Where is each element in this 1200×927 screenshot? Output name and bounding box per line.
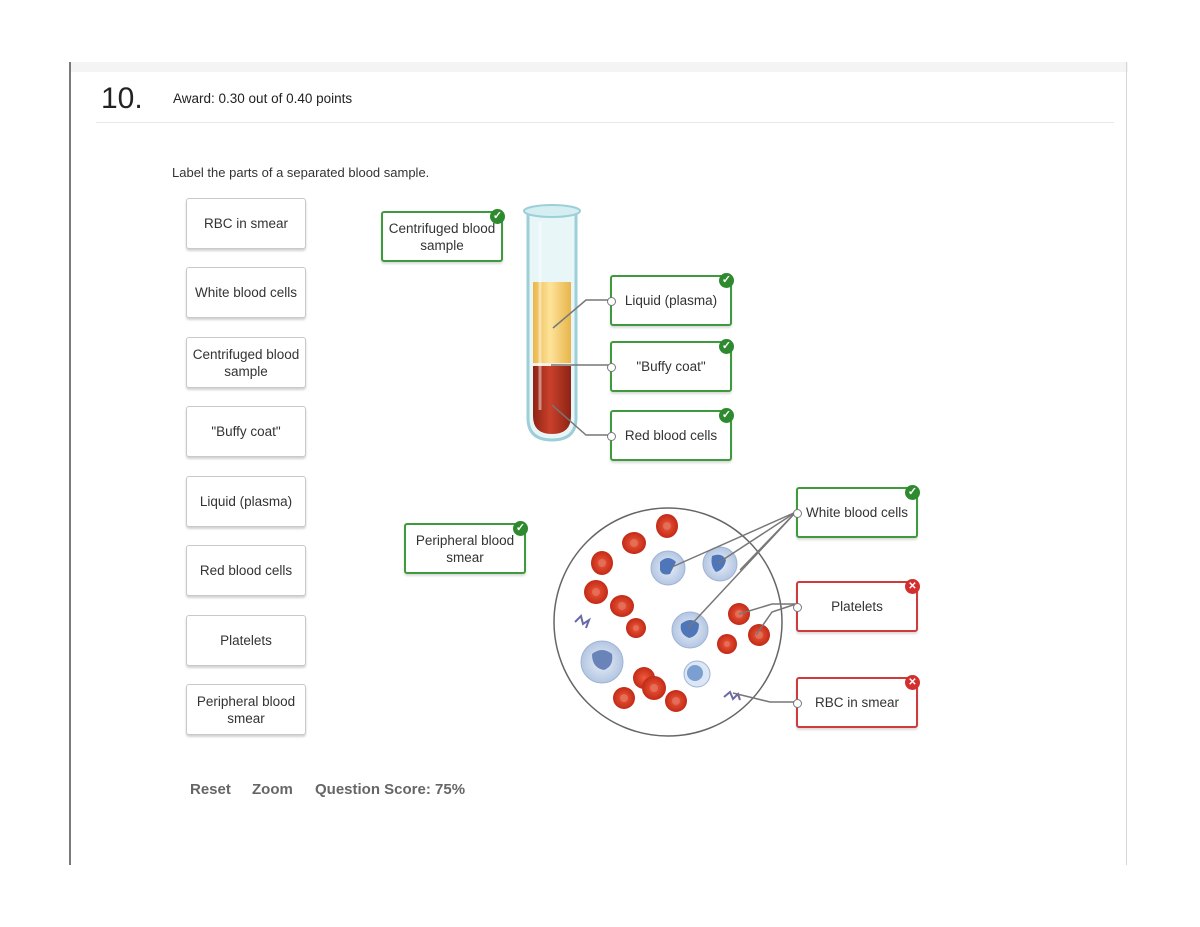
drop-label-text: Red blood cells [624, 428, 718, 443]
connector-dot [607, 431, 616, 441]
drop-label-text: Liquid (plasma) [624, 293, 718, 308]
check-circle-icon: ✓ [513, 521, 528, 536]
drop-label-text: White blood cells [805, 505, 909, 520]
bank-label-white-blood-cells[interactable]: White blood cells [186, 267, 306, 318]
check-circle-icon: ✓ [719, 273, 734, 288]
connector-dot [607, 362, 616, 372]
bank-label-centrifuged-blood-sample[interactable]: Centrifuged blood sample [186, 337, 306, 388]
x-circle-icon: ✕ [905, 675, 920, 690]
reset-button[interactable]: Reset [190, 781, 231, 798]
connector-dot [793, 602, 802, 612]
check-circle-icon: ✓ [719, 339, 734, 354]
drop-label-text: RBC in smear [814, 695, 900, 710]
drop-zone-white-blood-cells[interactable]: White blood cells ✓ [793, 485, 920, 538]
connector-dot [607, 296, 616, 306]
drop-zone-centrifuged-blood-sample[interactable]: Centrifuged blood sample ✓ [381, 209, 505, 262]
award-text: Award: 0.30 out of 0.40 points [173, 91, 353, 106]
x-circle-icon: ✕ [905, 579, 920, 594]
top-band [70, 62, 1128, 72]
header-divider [96, 122, 1114, 123]
zoom-button[interactable]: Zoom [252, 781, 293, 798]
blood-smear-circle [553, 507, 783, 737]
question-number: 10. [101, 82, 143, 115]
drop-zone-rbc-in-smear[interactable]: RBC in smear ✕ [793, 675, 920, 728]
check-circle-icon: ✓ [490, 209, 505, 224]
drop-zone-platelets[interactable]: Platelets ✕ [793, 579, 920, 632]
drop-label-text: Peripheral blood smear [415, 532, 515, 565]
check-circle-icon: ✓ [905, 485, 920, 500]
bank-label-liquid-plasma[interactable]: Liquid (plasma) [186, 476, 306, 527]
drop-label-text: "Buffy coat" [636, 359, 706, 374]
bank-label-buffy-coat[interactable]: "Buffy coat" [186, 406, 306, 457]
test-tube [523, 204, 581, 442]
connector-dot [793, 508, 802, 518]
bank-label-platelets[interactable]: Platelets [186, 615, 306, 666]
drop-zone-peripheral-blood-smear[interactable]: Peripheral blood smear ✓ [404, 521, 528, 574]
bank-label-rbc-in-smear[interactable]: RBC in smear [186, 198, 306, 249]
bank-label-red-blood-cells[interactable]: Red blood cells [186, 545, 306, 596]
check-circle-icon: ✓ [719, 408, 734, 423]
drop-label-text: Platelets [831, 599, 883, 614]
bank-label-peripheral-blood-smear[interactable]: Peripheral blood smear [186, 684, 306, 735]
question-prompt: Label the parts of a separated blood sam… [172, 165, 430, 180]
drop-zone-liquid-plasma[interactable]: Liquid (plasma) ✓ [607, 273, 734, 326]
drop-label-text: Centrifuged blood sample [388, 220, 496, 253]
left-rule [69, 62, 71, 865]
connector-dot [793, 698, 802, 708]
drop-zone-red-blood-cells[interactable]: Red blood cells ✓ [607, 408, 734, 461]
drop-zone-buffy-coat[interactable]: "Buffy coat" ✓ [607, 339, 734, 392]
right-rule [1126, 62, 1127, 865]
question-score: Question Score: 75% [315, 781, 466, 798]
